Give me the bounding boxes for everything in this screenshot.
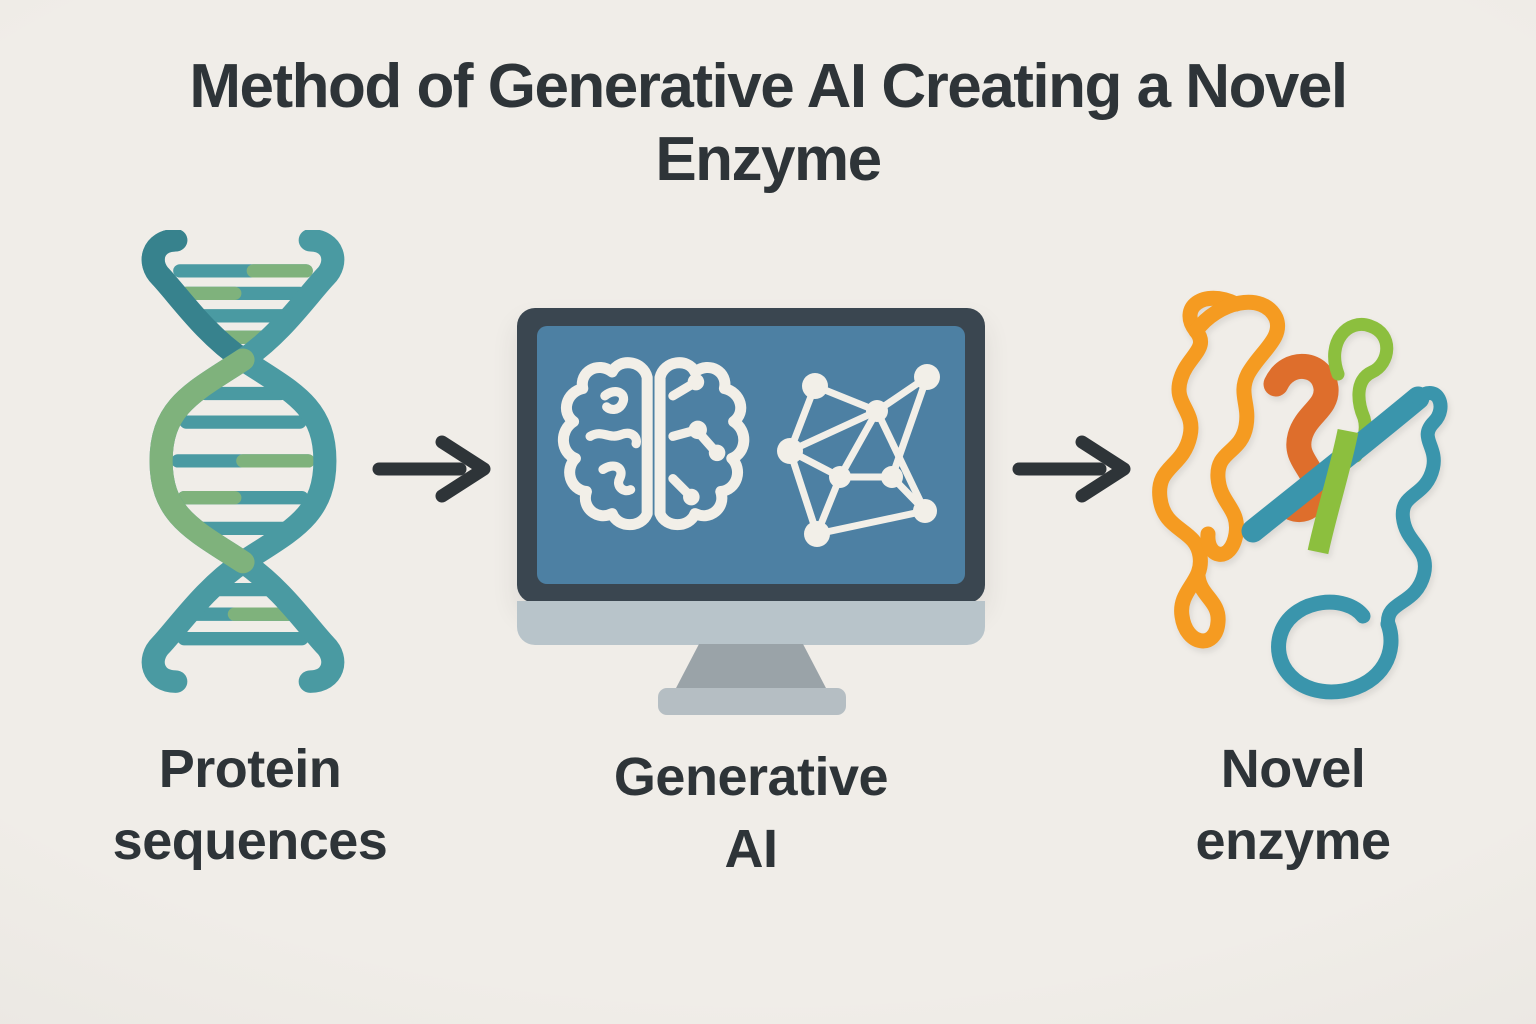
monitor-stand (675, 644, 827, 690)
generative-ai-monitor-icon (517, 308, 985, 718)
stage-label-novel-enzyme: Novel enzyme (1195, 739, 1391, 871)
stage-label-protein-sequences: Protein sequences (112, 739, 388, 871)
right-arrow-icon (372, 435, 491, 503)
monitor-screen (537, 326, 965, 584)
enzyme-ribbon-icon (1152, 290, 1448, 700)
monitor-chin (517, 601, 985, 645)
monitor-screen-graphics (557, 357, 940, 547)
brain-icon (557, 357, 750, 531)
monitor-base (658, 688, 846, 715)
page-title: Method of Generative AI Creating a Novel… (189, 52, 1348, 195)
stage-label-generative-ai: Generative AI (613, 747, 889, 879)
neural-network-icon (777, 364, 940, 547)
right-arrow-icon (1012, 435, 1131, 503)
dna-helix-icon (141, 230, 345, 693)
